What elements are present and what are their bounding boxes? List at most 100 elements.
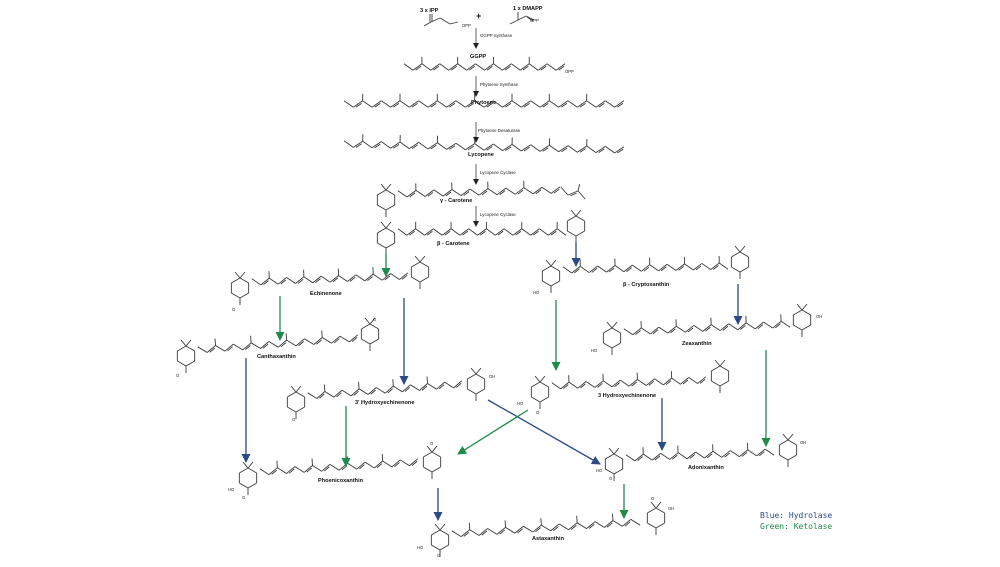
ipp-opp-label: OPP (462, 23, 471, 28)
ring-bond (542, 266, 551, 271)
enzyme-phytoene-synthase: Phytoene Synthase (480, 82, 519, 87)
legend-ketolase: Green: Ketolase (760, 522, 832, 531)
chain-bond (488, 189, 497, 195)
methyl-branch (578, 184, 580, 191)
compound-echinenone: Echinenone (310, 291, 342, 297)
ring-bond (531, 397, 540, 402)
chain-bond (363, 101, 372, 107)
chain-bond (730, 451, 739, 457)
chain-bond (344, 141, 353, 148)
methyl-branch (393, 379, 394, 386)
chain-bond (404, 64, 413, 70)
ring-bond (605, 469, 614, 474)
molecular-structures (177, 12, 810, 557)
chain-bond (598, 266, 607, 272)
chain-bond (363, 141, 372, 148)
phoenicoxanthin-oxygen-left: O (242, 495, 246, 500)
adonixanthin-hydroxyl-right: OH (800, 440, 806, 445)
enzyme-lycopene-cyclase-2: Lycopene Cyclase (480, 212, 516, 217)
chain-bond (678, 453, 687, 459)
ring-bond (567, 231, 576, 236)
ring-bond (576, 231, 585, 236)
ring-bond (656, 508, 665, 513)
ring-bond (476, 389, 485, 394)
chain-bond (456, 143, 465, 150)
methyl-branch (251, 336, 252, 343)
ring-bond (186, 346, 195, 351)
gem-methyl (612, 322, 617, 328)
ring-bond (531, 382, 540, 387)
echinenone-ring-left (231, 272, 248, 305)
ring-bond (370, 324, 379, 329)
chain-bond (711, 325, 720, 331)
beta-carotene-ring-right (567, 210, 584, 243)
lycopene-chain (344, 134, 624, 153)
ring-bond (647, 508, 656, 513)
gem-methyl (740, 246, 745, 252)
gem-methyl (535, 376, 540, 382)
enzyme-lycopene-cyclase-1: Lycopene Cyclase (480, 170, 516, 175)
chain-bond (381, 142, 390, 149)
reaction-arrows (246, 28, 766, 520)
compound-3-hydroxyechinenone: 3 Hydroxyechinenone (598, 393, 656, 399)
ring-bond (731, 252, 740, 257)
chain-bond (643, 454, 652, 460)
gem-methyl (797, 304, 802, 310)
compound-gamma-carotene: γ - Carotene (440, 198, 472, 204)
ring-bond (287, 407, 296, 412)
chain-bond (522, 229, 531, 235)
chain-bond (694, 325, 703, 331)
ring-bond (370, 339, 379, 344)
chain-bond (475, 144, 484, 151)
chain-bond (667, 264, 676, 270)
ring-bond (361, 339, 370, 344)
ring-bond (420, 262, 429, 267)
chain-bond (729, 324, 738, 330)
canthaxanthin-chain (198, 330, 358, 352)
zeaxanthin-chain (624, 314, 790, 335)
ring-bond (377, 190, 386, 195)
ring-bond (540, 382, 549, 387)
ring-bond (802, 325, 811, 330)
arrow-3p-to-adonixanthin (488, 400, 600, 464)
ring-bond (802, 310, 811, 315)
chain-bond (340, 336, 349, 342)
echinenone-chain (252, 267, 408, 285)
ring-bond (386, 205, 395, 210)
ring-bond (377, 243, 386, 248)
adonixanthin-oxygen: O (609, 476, 613, 481)
chain-bond (631, 519, 640, 525)
chain-bond (400, 142, 409, 149)
adonixanthin-hydroxyl-left: HO (596, 468, 603, 473)
gem-methyl (715, 360, 720, 366)
ring-bond (431, 530, 440, 535)
ring-bond (386, 243, 395, 248)
chain-bond (419, 101, 428, 107)
ring-bond (720, 366, 729, 371)
ring-bond (711, 366, 720, 371)
compound-adonixanthin: Adonixanthin (688, 465, 724, 471)
chain-bond (383, 461, 392, 467)
chain-bond (568, 101, 577, 107)
chain-bond (252, 279, 261, 285)
chain-bond (624, 329, 633, 335)
gem-methyl (651, 502, 656, 508)
ring-bond (177, 361, 186, 366)
ring-bond (296, 407, 305, 412)
hydroxyechinenone3p-oxygen: O (292, 417, 296, 422)
ring-bond (476, 374, 485, 379)
chain-bond (580, 266, 589, 272)
chain-bond (641, 328, 650, 334)
ring-bond (361, 324, 370, 329)
ring-bond (411, 277, 420, 282)
ring-bond (177, 346, 186, 351)
chain-bond (595, 522, 604, 528)
gem-methyl (427, 446, 432, 452)
adonixanthin-ring-right (779, 434, 796, 467)
chain-bond (445, 382, 454, 388)
gem-methyl (235, 272, 240, 278)
gem-methyl (476, 368, 481, 374)
chain-bond (676, 326, 685, 332)
gem-methyl (186, 340, 191, 346)
